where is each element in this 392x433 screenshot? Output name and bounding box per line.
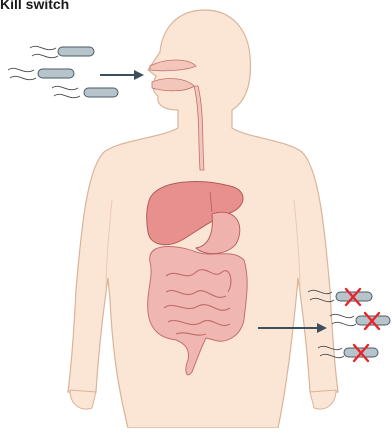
bacterium-icon <box>52 86 118 97</box>
incoming-bacteria-group <box>8 46 118 97</box>
ingestion-arrow <box>100 70 144 80</box>
killed-bacterium-icon <box>330 313 390 329</box>
bacterium-icon <box>8 68 74 79</box>
bacterium-icon <box>30 46 94 57</box>
diagram-title: Kill switch <box>0 0 69 12</box>
